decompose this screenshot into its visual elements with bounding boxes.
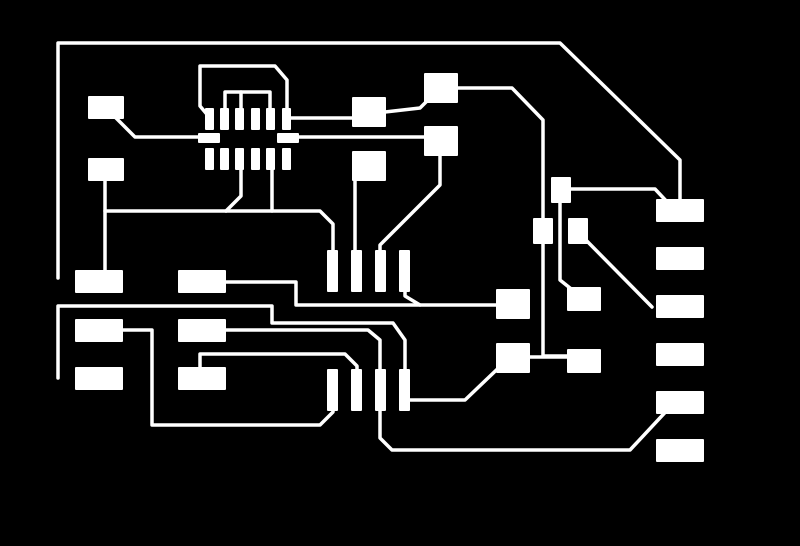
smd-pad-top-right <box>424 73 458 103</box>
ic-soic-top-pin-4 <box>251 108 260 130</box>
ic-soic-top-pin-5 <box>266 108 275 130</box>
ic-upper-pin-4 <box>399 250 410 292</box>
ic-soic-bottom-pin-5 <box>266 148 275 170</box>
trace-right-smd2-to-hdr3 <box>576 230 654 309</box>
ic-soic-bottom-pin-4 <box>251 148 260 170</box>
trace-ic-bus-horizontal <box>103 209 335 272</box>
smd-small-1 <box>551 177 571 203</box>
header-left-pad-1 <box>75 270 123 293</box>
trace-ic-bottom-a <box>224 158 243 213</box>
ic-lower-pin-3 <box>375 369 386 411</box>
smd-small-3 <box>568 218 588 244</box>
pad-layer <box>75 73 704 462</box>
ic-soic-bottom-pin-2 <box>220 148 229 170</box>
ic-upper-pin-2 <box>351 250 362 292</box>
ic-soic-top-pin-3 <box>235 108 244 130</box>
ic-soic-side-left <box>198 133 220 143</box>
header-left-pad-2 <box>178 270 226 293</box>
smd-pad-mid-right <box>424 126 458 156</box>
ic-soic-side-right <box>277 133 299 143</box>
smd-small-2 <box>533 218 553 244</box>
header-left-pad-3 <box>75 319 123 342</box>
header-right-pad-6 <box>656 439 704 462</box>
trace-left-hdr5 <box>198 328 382 394</box>
trace-ic-mid-link-a <box>223 90 243 120</box>
header-right-pad-5 <box>656 391 704 414</box>
left-smd-pad-2 <box>88 158 124 181</box>
left-smd-pad-1 <box>88 96 124 119</box>
trace-left-hdr2-bus <box>198 280 422 307</box>
smd-pad-top-center <box>352 97 386 127</box>
ic-soic-bottom-pin-6 <box>282 148 291 170</box>
smd-pad-b <box>496 343 530 373</box>
smd-pad-c <box>567 287 601 311</box>
header-left-pad-6 <box>178 367 226 390</box>
header-right-pad-2 <box>656 247 704 270</box>
smd-pad-d <box>567 349 601 373</box>
header-right-pad-1 <box>656 199 704 222</box>
ic-lower-pin-2 <box>351 369 362 411</box>
ic-lower-pin-4 <box>399 369 410 411</box>
smd-pad-a <box>496 289 530 319</box>
header-left-pad-4 <box>178 319 226 342</box>
ic-upper-pin-1 <box>327 250 338 292</box>
ic-soic-bottom-pin-1 <box>205 148 214 170</box>
trace-chip2-to-right-hdr <box>378 390 674 452</box>
ic-soic-top-pin-1 <box>205 108 214 130</box>
ic-soic-bottom-pin-3 <box>235 148 244 170</box>
trace-ic-loop-top <box>198 64 289 120</box>
ic-soic-top-pin-2 <box>220 108 229 130</box>
trace-left-hdr-bottom-loop <box>56 304 512 402</box>
ic-lower-pin-1 <box>327 369 338 411</box>
ic-soic-top-pin-6 <box>282 108 291 130</box>
header-left-pad-5 <box>75 367 123 390</box>
trace-outer-loop <box>56 41 682 280</box>
trace-pad-top-right <box>453 86 545 234</box>
header-right-pad-3 <box>656 295 704 318</box>
ic-upper-pin-3 <box>375 250 386 292</box>
smd-pad-mid-center <box>352 151 386 181</box>
header-right-pad-4 <box>656 343 704 366</box>
